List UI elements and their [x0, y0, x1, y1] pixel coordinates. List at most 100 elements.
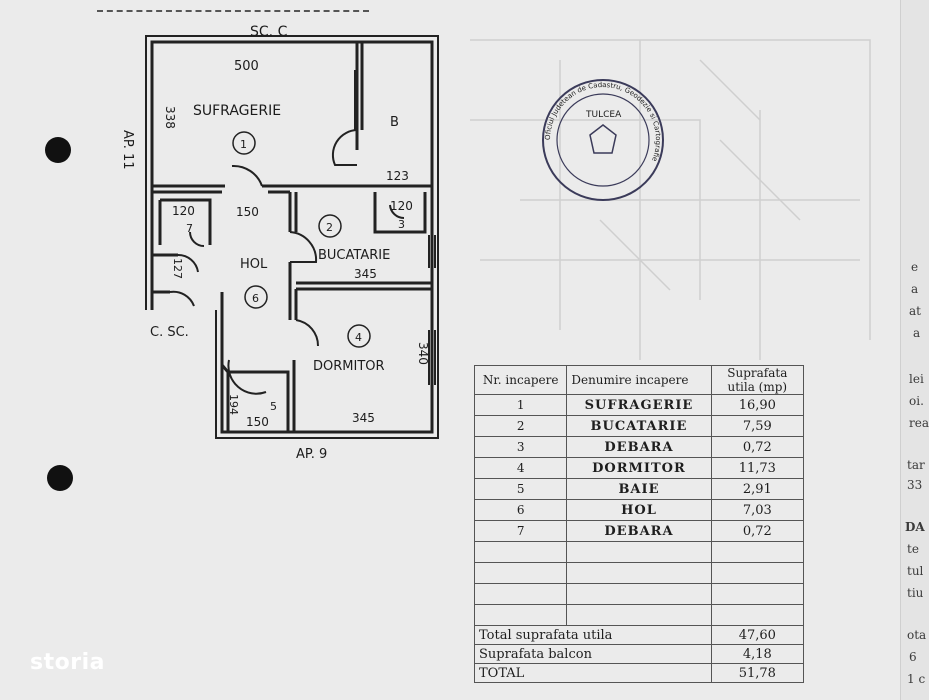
dimension-debara-3: 120	[390, 199, 413, 213]
room-number-4: 4	[355, 331, 362, 344]
row-value: 7,59	[710, 415, 805, 437]
room-number-5: 5	[270, 400, 277, 413]
row-nr: 7	[473, 520, 568, 542]
row-nr: 2	[473, 415, 568, 437]
dimension-debara-7: 120	[172, 204, 195, 218]
room-number-7: 7	[186, 222, 193, 235]
margin-text: tiu	[907, 586, 924, 600]
dimension-bucatarie: 345	[354, 267, 377, 281]
room-label-dormitor: DORMITOR	[313, 359, 385, 374]
stair-label-left: C. SC.	[150, 325, 189, 340]
faint-background-lines	[470, 39, 871, 360]
total-label: Suprafata balcon	[474, 644, 712, 664]
dimension-dormitor-height: 340	[416, 342, 430, 365]
margin-text: te	[907, 542, 919, 556]
margin-text: e	[911, 260, 919, 274]
stair-label-top: SC. C	[250, 24, 288, 40]
row-nr: 4	[473, 457, 568, 479]
room-label-sufragerie: SUFRAGERIE	[193, 103, 281, 119]
dimension-baie: 150	[246, 415, 269, 429]
dashed-line	[97, 10, 369, 12]
row-name: DEBARA	[566, 520, 712, 542]
row-value: 0,72	[710, 436, 805, 458]
row-name: DEBARA	[566, 436, 712, 458]
margin-text: 6	[909, 650, 917, 664]
official-stamp: Oficiul Judetean de Cadastru, Geodezie s…	[542, 79, 664, 201]
empty-row	[473, 604, 805, 626]
storia-watermark-logo: storia	[30, 650, 105, 675]
door-swings	[169, 129, 405, 395]
row-name: HOL	[566, 499, 712, 521]
row-value: 7,03	[710, 499, 805, 521]
margin-text: 1 c	[907, 672, 926, 686]
row-name: DORMITOR	[566, 457, 712, 479]
margin-text: a	[913, 326, 921, 340]
dimension-dormitor-width: 345	[352, 411, 375, 425]
total-value: 51,78	[710, 663, 805, 683]
row-name: SUFRAGERIE	[566, 394, 712, 416]
row-name: BAIE	[566, 478, 712, 500]
empty-row	[473, 562, 805, 584]
row-value: 16,90	[710, 394, 805, 416]
margin-text: lei	[909, 372, 924, 386]
row-nr: 3	[473, 436, 568, 458]
room-number-1: 1	[240, 138, 247, 151]
room-label-bucatarie: BUCATARIE	[318, 248, 390, 263]
margin-text: rea	[909, 416, 929, 430]
total-value: 4,18	[710, 644, 805, 664]
margin-text: ota	[907, 628, 927, 642]
room-number-6: 6	[252, 292, 259, 305]
walls	[145, 35, 439, 439]
floor-plan: SC. C C. SC. AP. 11 AP. 9 500 338 SUFRAG…	[120, 24, 871, 462]
punch-hole-icon	[47, 465, 73, 491]
margin-text: a	[911, 282, 919, 296]
total-label: TOTAL	[474, 663, 712, 683]
room-label-balcon: B	[390, 115, 399, 130]
margin-text: 33	[907, 478, 923, 492]
total-label: Total suprafata utila	[474, 625, 712, 645]
coat-of-arms-icon	[589, 124, 617, 154]
margin-text: at	[909, 304, 921, 318]
dimension-hol: 150	[236, 205, 259, 219]
dimension-sufragerie-width: 500	[234, 59, 259, 74]
next-page-edge: e a at a lei oi. rea tar 33 DA te tul ti…	[900, 0, 929, 700]
margin-text: DA	[905, 520, 925, 534]
total-value: 47,60	[710, 625, 805, 645]
row-name: BUCATARIE	[566, 415, 712, 437]
margin-text: tar	[907, 458, 925, 472]
dimension-sufragerie-height: 338	[163, 106, 177, 129]
room-label-hol: HOL	[240, 257, 268, 272]
header-suprafata: Suprafata utila (mp)	[710, 365, 805, 395]
svg-text:Oficiul Judetean de Cadastru,: Oficiul Judetean de Cadastru, Geodezie s…	[544, 81, 662, 163]
dimension-baie-height: 194	[227, 394, 240, 415]
room-number-circles	[232, 131, 371, 348]
row-nr: 6	[473, 499, 568, 521]
row-value: 0,72	[710, 520, 805, 542]
row-value: 11,73	[710, 457, 805, 479]
room-number-3: 3	[398, 218, 405, 231]
row-value: 2,91	[710, 478, 805, 500]
dimension-debara-7-height: 127	[171, 258, 184, 279]
margin-text: tul	[907, 564, 924, 578]
header-denumire: Denumire incapere	[566, 365, 712, 395]
stamp-city: TULCEA	[585, 110, 622, 120]
row-nr: 5	[473, 478, 568, 500]
punch-hole-icon	[45, 137, 71, 163]
row-nr: 1	[473, 394, 568, 416]
neighbor-apartment-bottom: AP. 9	[296, 447, 327, 462]
surface-table: Nr. incapere Denumire incapere Suprafata…	[473, 365, 805, 683]
margin-text: oi.	[909, 394, 924, 408]
room-number-2: 2	[326, 221, 333, 234]
header-nr: Nr. incapere	[473, 365, 568, 395]
dimension-balcon: 123	[386, 169, 409, 183]
empty-row	[473, 583, 805, 605]
